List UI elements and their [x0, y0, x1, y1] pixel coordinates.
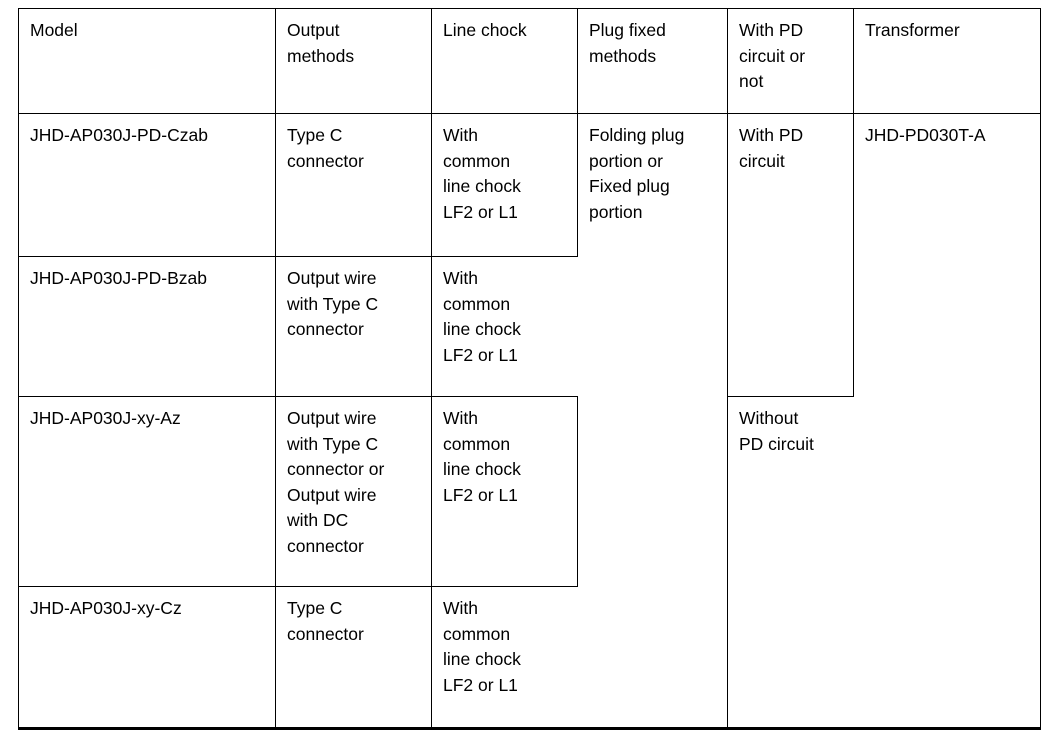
cell-line-chock: With common line chock LF2 or L1 — [431, 256, 578, 397]
cell-output-methods: Type C connector — [275, 586, 432, 729]
cell-plug-fixed-methods-merged: Folding plug portion or Fixed plug porti… — [577, 113, 728, 729]
cell-line-chock: With common line chock LF2 or L1 — [431, 396, 578, 587]
column-header-pd-circuit: With PD circuit or not — [727, 8, 854, 114]
cell-model: JHD-AP030J-xy-Az — [18, 396, 276, 587]
cell-model: JHD-AP030J-PD-Bzab — [18, 256, 276, 397]
table-row: JHD-AP030J-PD-Bzab Output wire with Type… — [18, 256, 1041, 397]
column-header-plug-fixed-methods: Plug fixed methods — [577, 8, 728, 114]
cell-line-chock: With common line chock LF2 or L1 — [431, 113, 578, 257]
cell-output-methods: Type C connector — [275, 113, 432, 257]
table-row: JHD-AP030J-xy-Az Output wire with Type C… — [18, 396, 1041, 729]
cell-output-methods: Output wire with Type C connector or Out… — [275, 396, 432, 587]
column-header-output-methods: Output methods — [275, 8, 432, 114]
product-specification-table: Model Output methods Line chock Plug fix… — [18, 8, 1041, 730]
cell-line-chock: With common line chock LF2 or L1 — [443, 598, 521, 695]
column-header-line-chock: Line chock — [431, 8, 578, 114]
cell-pd-circuit-with-merged: With PD circuit — [727, 113, 854, 397]
column-header-model: Model — [18, 8, 276, 114]
spec-table-container: Model Output methods Line chock Plug fix… — [18, 8, 1041, 730]
cell-transformer-merged: JHD-PD030T-A — [853, 113, 1041, 729]
cell-pd-circuit-without-merged: Without PD circuit — [727, 396, 854, 729]
table-header-row: Model Output methods Line chock Plug fix… — [18, 8, 1041, 114]
cell-model: JHD-AP030J-PD-Czab — [18, 113, 276, 257]
cell-output-methods: Output wire with Type C connector — [275, 256, 432, 397]
table-row: JHD-AP030J-PD-Czab Type C connector With… — [18, 113, 1041, 729]
column-header-transformer: Transformer — [853, 8, 1041, 114]
cell-model: JHD-AP030J-xy-Cz — [18, 586, 276, 729]
